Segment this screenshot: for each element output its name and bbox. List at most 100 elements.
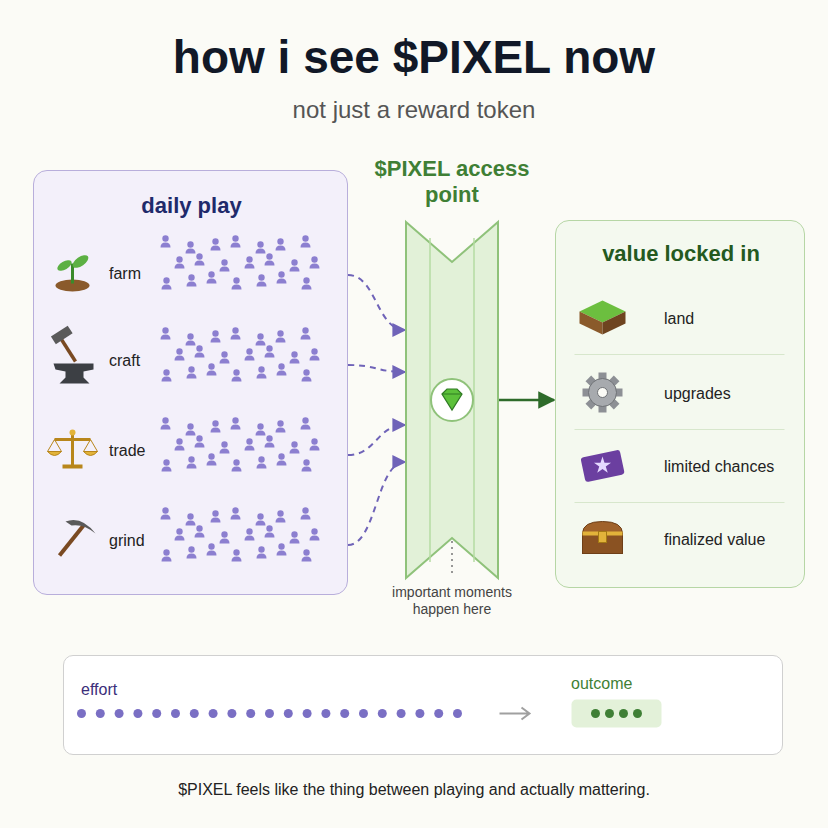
effort-dot xyxy=(171,709,180,718)
person-body xyxy=(187,282,197,287)
person-body xyxy=(276,338,286,343)
person-body xyxy=(211,518,221,523)
person-body xyxy=(161,243,171,248)
person-body xyxy=(161,425,171,430)
person-head xyxy=(311,256,317,262)
person-body xyxy=(175,356,185,361)
person-body xyxy=(302,377,312,382)
person-body xyxy=(211,246,221,251)
item-label: farm xyxy=(109,264,179,283)
person-head xyxy=(196,253,202,259)
person-head xyxy=(233,277,239,283)
person-head xyxy=(233,459,239,465)
person-head xyxy=(187,513,193,519)
effort-dot xyxy=(453,709,462,718)
outcome-dot xyxy=(591,709,600,718)
person-body xyxy=(175,536,185,541)
person-body xyxy=(310,356,320,361)
person-body xyxy=(265,353,275,358)
person-head xyxy=(258,546,264,552)
effort-dot xyxy=(340,709,349,718)
person-head xyxy=(176,438,182,444)
person-head xyxy=(266,253,272,259)
outcome-dot xyxy=(633,709,642,718)
person-body xyxy=(302,467,312,472)
effort-dot xyxy=(115,709,124,718)
person-head xyxy=(277,510,283,516)
person-head xyxy=(258,274,264,280)
person-body xyxy=(187,374,197,379)
person-body xyxy=(277,371,287,376)
person-body xyxy=(195,353,205,358)
person-head xyxy=(257,333,263,339)
anvil-icon xyxy=(51,326,94,384)
person-body xyxy=(187,464,197,469)
item-label: outcome xyxy=(571,674,681,693)
person-body xyxy=(232,557,242,562)
person-body xyxy=(290,359,300,364)
effort-dot xyxy=(434,709,443,718)
person-body xyxy=(220,539,230,544)
person-body xyxy=(232,467,242,472)
person-body xyxy=(195,443,205,448)
effort-dot xyxy=(227,709,236,718)
node-heading: value locked in xyxy=(556,241,806,267)
person-head xyxy=(187,423,193,429)
person-body xyxy=(245,264,255,269)
person-head xyxy=(311,438,317,444)
gate-note: important moments happen here xyxy=(372,584,532,618)
person-head xyxy=(187,241,193,247)
person-head xyxy=(162,507,168,513)
gem-icon xyxy=(442,389,462,410)
item-label: trade xyxy=(109,441,179,460)
person-head xyxy=(196,435,202,441)
person-head xyxy=(246,348,252,354)
effort-dot xyxy=(321,709,330,718)
effort-dot xyxy=(303,709,312,718)
person-body xyxy=(302,285,312,290)
connector xyxy=(348,365,405,372)
title: how i see $PIXEL now xyxy=(0,30,828,85)
person-body xyxy=(220,267,230,272)
person-body xyxy=(256,521,266,526)
person-head xyxy=(212,510,218,516)
person-head xyxy=(277,420,283,426)
outcome-dot xyxy=(605,709,614,718)
person-head xyxy=(311,348,317,354)
person-body xyxy=(231,515,241,520)
person-head xyxy=(212,330,218,336)
person-head xyxy=(163,277,169,283)
item-label: craft xyxy=(109,351,179,370)
person-body xyxy=(245,536,255,541)
person-head xyxy=(277,330,283,336)
person-body xyxy=(290,539,300,544)
item-label: finalized value xyxy=(664,530,799,549)
person-head xyxy=(208,543,214,549)
person-head xyxy=(232,417,238,423)
person-body xyxy=(301,515,311,520)
gate-shape xyxy=(406,222,498,578)
item-label: upgrades xyxy=(664,384,799,403)
scales-icon xyxy=(48,430,98,469)
person-head xyxy=(257,423,263,429)
person-body xyxy=(195,261,205,266)
person-head xyxy=(311,528,317,534)
effort-dot xyxy=(397,709,406,718)
person-body xyxy=(187,554,197,559)
gem-ring xyxy=(431,379,473,421)
person-head xyxy=(221,531,227,537)
person-body xyxy=(301,243,311,248)
person-body xyxy=(245,446,255,451)
person-body xyxy=(207,371,217,376)
row-divider xyxy=(575,502,785,503)
item-label: land xyxy=(664,309,799,328)
gem-facet xyxy=(442,394,462,395)
person-body xyxy=(310,264,320,269)
person-head xyxy=(246,438,252,444)
person-head xyxy=(303,277,309,283)
person-head xyxy=(221,441,227,447)
node-heading: $PIXEL access point xyxy=(372,156,532,209)
node-art xyxy=(64,656,784,756)
person-body xyxy=(162,557,172,562)
